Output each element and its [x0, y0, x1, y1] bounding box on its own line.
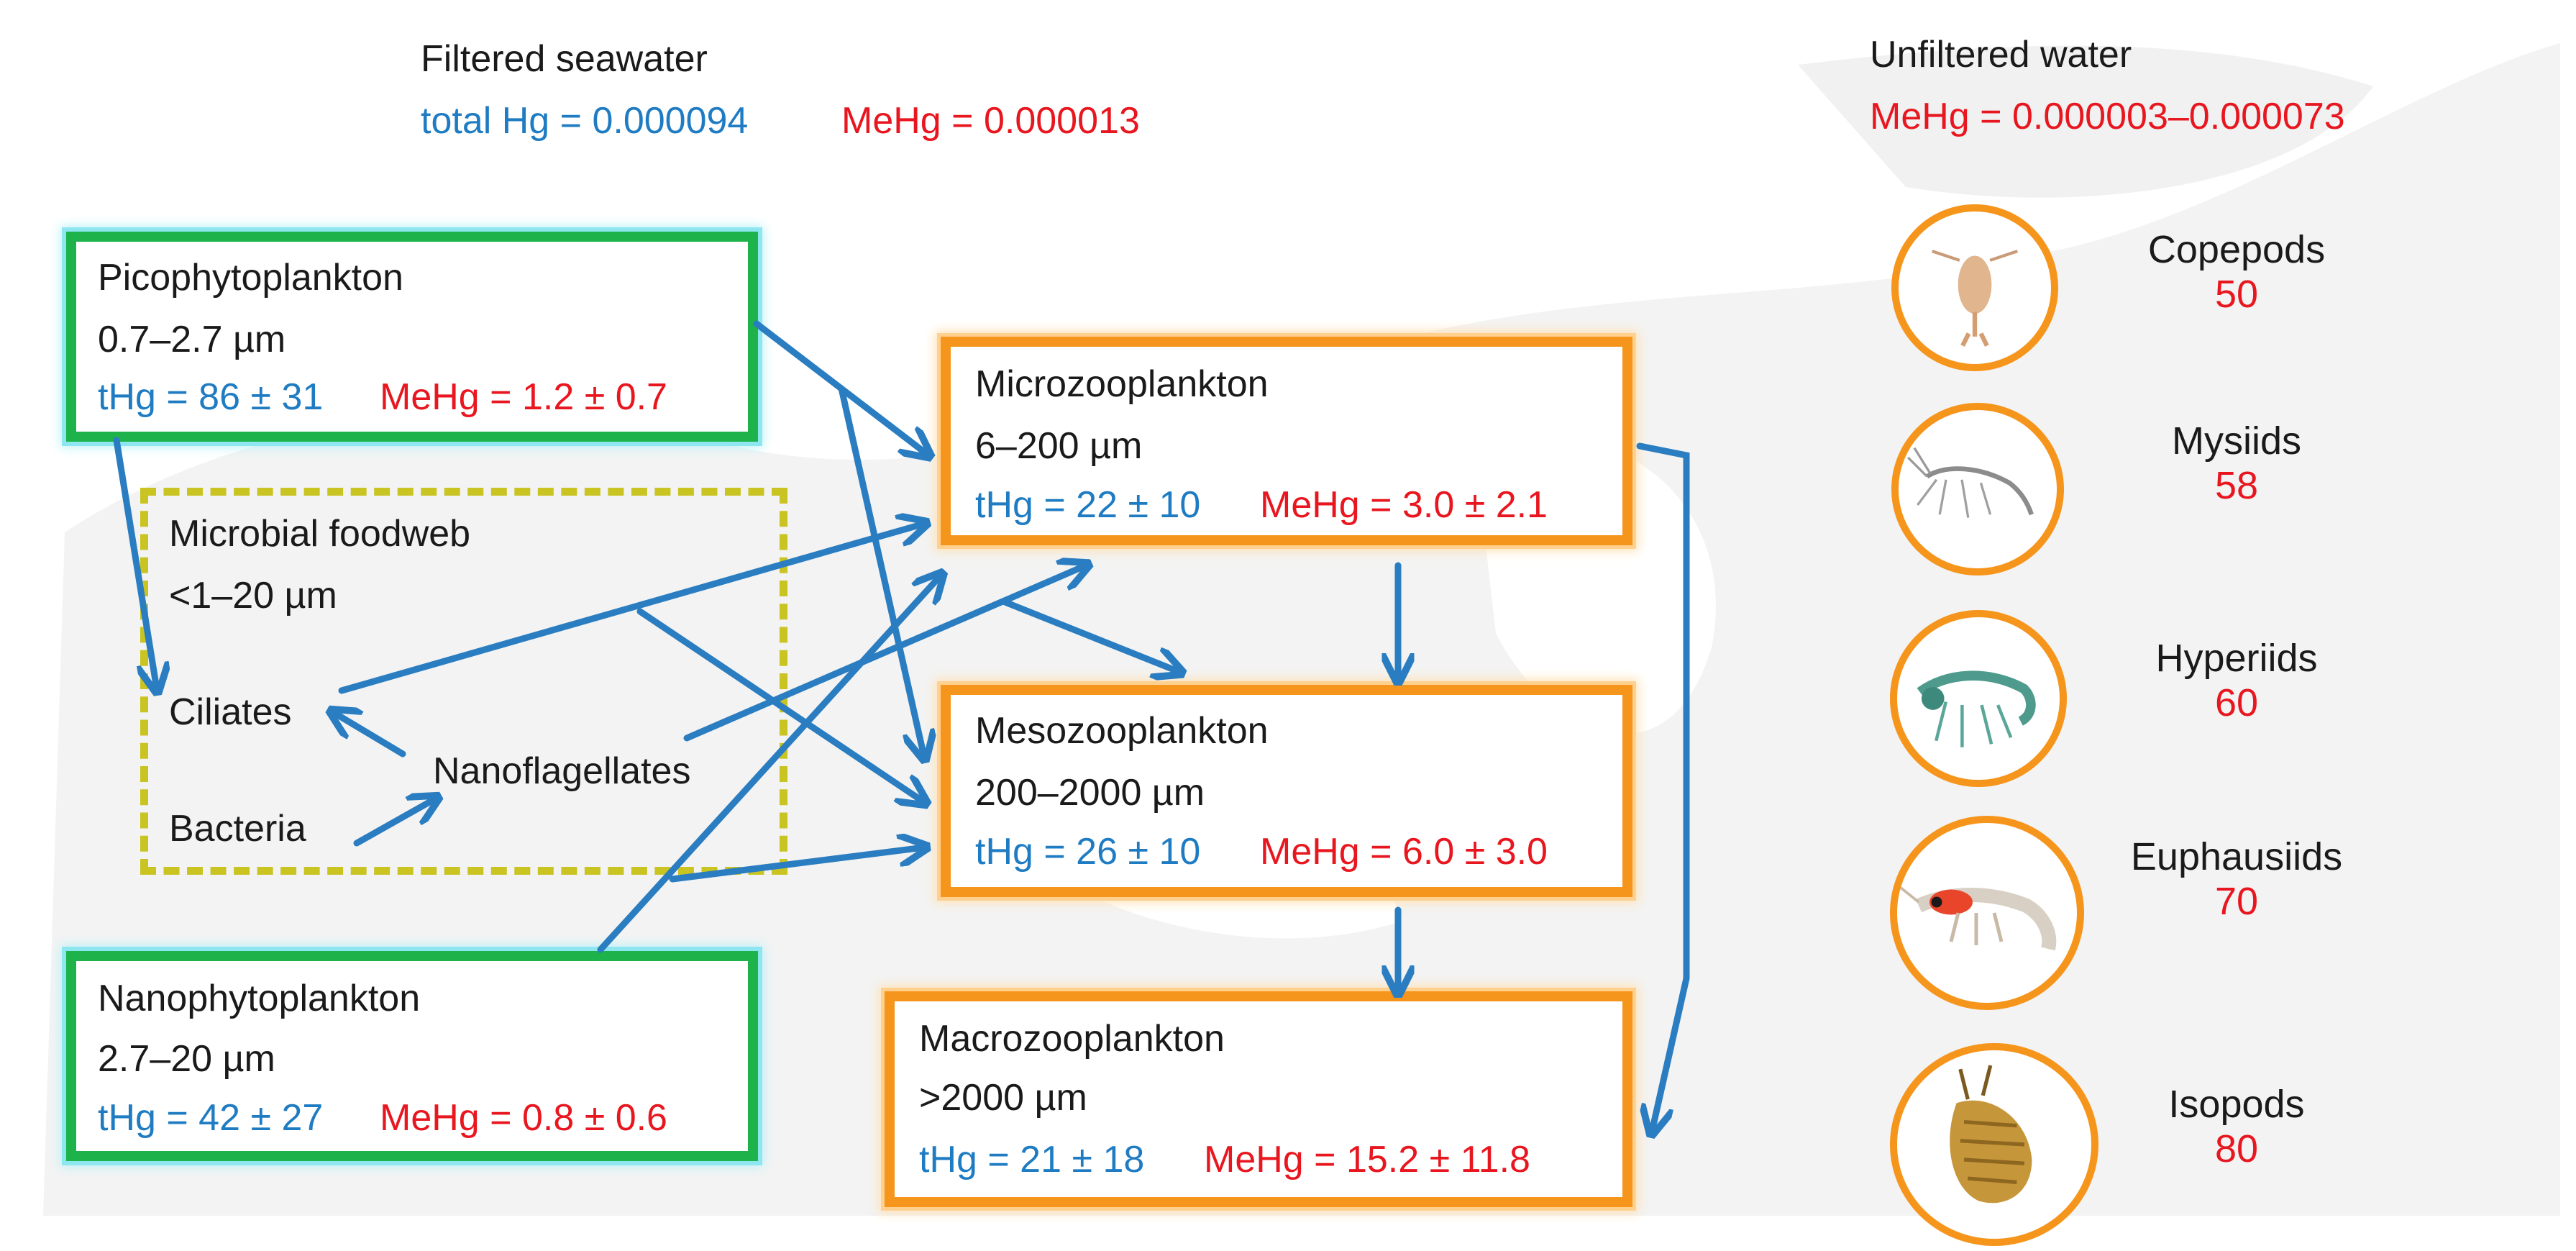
arrow-microbial-lower-to-mesozooplankton: [669, 847, 924, 883]
arrow-microzooplankton-to-macrozooplankton: [1636, 442, 1690, 1132]
taxon-euphausiids-name: Euphausiids: [2130, 835, 2343, 878]
taxon-hyperiids-name: Hyperiids: [2155, 637, 2318, 680]
arrow-nanoflagellates-to-microzooplankton: [683, 565, 1086, 742]
nanophytoplankton-box: Nanophytoplankton 2.7–20 µm tHg = 42 ± 2…: [66, 951, 758, 1161]
microzooplankton-name: Microzooplankton: [975, 363, 1269, 405]
taxon-euphausiids-value: 70: [2214, 880, 2259, 923]
microzooplankton-mehg: MeHg = 3.0 ± 2.1: [1260, 484, 1548, 526]
taxon-mysiids-name: Mysiids: [2171, 419, 2301, 463]
arrow-bacteria-to-nanoflagellates: [353, 799, 436, 847]
macrozooplankton-size: >2000 µm: [919, 1077, 1087, 1119]
taxon-copepods-name: Copepods: [2147, 228, 2326, 271]
macrozooplankton-box: Macrozooplankton >2000 µm tHg = 21 ± 18 …: [885, 991, 1632, 1207]
arrow-microbial-to-mesozooplankton: [636, 608, 924, 802]
ciliates-label: Ciliates: [169, 691, 292, 733]
picophytoplankton-thg: tHg = 86 ± 31: [98, 376, 324, 418]
taxon-mysiids-value: 58: [2214, 464, 2259, 507]
picophytoplankton-box: Picophytoplankton 0.7–2.7 µm tHg = 86 ± …: [66, 232, 758, 442]
taxon-isopods-name: Isopods: [2168, 1083, 2305, 1126]
taxon-hyperiids: Hyperiids 60: [2086, 636, 2388, 725]
bacteria-label: Bacteria: [169, 808, 306, 850]
microbial-foodweb-label: Microbial foodweb: [169, 513, 471, 555]
microzooplankton-size: 6–200 µm: [975, 425, 1143, 467]
nanophytoplankton-size: 2.7–20 µm: [98, 1038, 275, 1080]
taxon-hyperiids-value: 60: [2214, 681, 2259, 724]
arrow-pico-to-ciliates: [113, 437, 157, 689]
nanophytoplankton-name: Nanophytoplankton: [98, 978, 421, 1019]
mesozooplankton-thg: tHg = 26 ± 10: [975, 831, 1201, 873]
mesozooplankton-box: Mesozooplankton 200–2000 µm tHg = 26 ± 1…: [941, 685, 1632, 897]
mesozooplankton-mehg: MeHg = 6.0 ± 3.0: [1260, 831, 1548, 873]
filtered-mehg-value: MeHg = 0.000013: [841, 100, 1140, 142]
nanophytoplankton-mehg: MeHg = 0.8 ± 0.6: [380, 1097, 667, 1139]
macrozooplankton-name: Macrozooplankton: [919, 1018, 1225, 1060]
nanoflagellates-label: Nanoflagellates: [433, 750, 691, 792]
filtered-seawater-title: Filtered seawater: [421, 38, 708, 80]
microbial-foodweb-size: <1–20 µm: [169, 575, 337, 617]
unfiltered-water-title: Unfiltered water: [1870, 34, 2132, 76]
hyperiid-icon: [1890, 610, 2067, 787]
copepod-icon: [1891, 204, 2058, 371]
arrow-micro-diagonal-to-mesozooplankton: [1000, 598, 1179, 672]
picophytoplankton-mehg: MeHg = 1.2 ± 0.7: [380, 376, 667, 418]
taxon-copepods-value: 50: [2214, 273, 2259, 316]
macrozooplankton-thg: tHg = 21 ± 18: [919, 1139, 1145, 1181]
isopod-icon: [1890, 1043, 2098, 1246]
mysid-icon: [1891, 403, 2064, 576]
mesozooplankton-size: 200–2000 µm: [975, 772, 1205, 814]
taxon-euphausiids: Euphausiids 70: [2086, 834, 2388, 924]
filtered-thg-value: total Hg = 0.000094: [421, 100, 749, 142]
taxon-isopods-value: 80: [2214, 1127, 2259, 1170]
arrow-nanoflagellates-to-ciliates: [333, 712, 406, 758]
nanophytoplankton-thg: tHg = 42 ± 27: [98, 1097, 324, 1139]
macrozooplankton-mehg: MeHg = 15.2 ± 11.8: [1204, 1139, 1530, 1181]
arrow-pico-to-mesozooplankton: [838, 385, 924, 757]
arrow-nano-to-microzooplankton: [597, 576, 941, 953]
taxon-isopods: Isopods 80: [2086, 1082, 2388, 1171]
unfiltered-mehg-value: MeHg = 0.000003–0.000073: [1870, 96, 2345, 137]
picophytoplankton-size: 0.7–2.7 µm: [98, 319, 286, 360]
picophytoplankton-name: Picophytoplankton: [98, 257, 403, 299]
mesozooplankton-name: Mesozooplankton: [975, 710, 1269, 752]
taxon-copepods: Copepods 50: [2086, 227, 2388, 317]
arrow-ciliates-to-microzooplankton: [338, 524, 924, 694]
microzooplankton-box: Microzooplankton 6–200 µm tHg = 22 ± 10 …: [941, 337, 1632, 545]
taxon-mysiids: Mysiids 58: [2086, 419, 2388, 508]
microzooplankton-thg: tHg = 22 ± 10: [975, 484, 1201, 526]
euphausiid-icon: [1890, 816, 2084, 1010]
